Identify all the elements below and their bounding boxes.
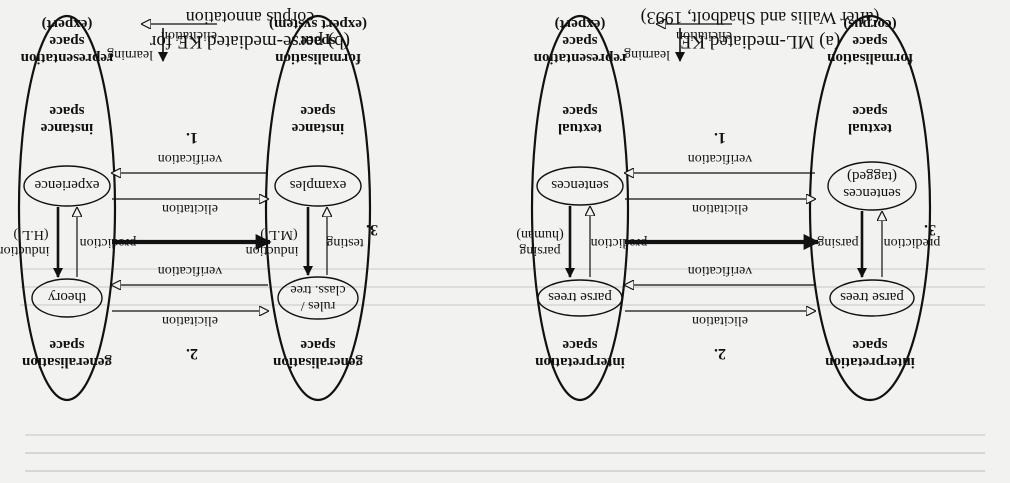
panel-b-right-sentences-line2: (tagged) — [847, 168, 897, 184]
panel-a-left-induction-line2: (H.L.) — [13, 227, 48, 242]
caption-b-block: (b) parse-mediated KE for corpus annotat… — [149, 8, 350, 52]
panel-a-left-bottom-space-line1: instance — [40, 120, 93, 136]
panel-a-rules-label-line2: class. tree — [290, 282, 345, 297]
panel-a-rules-label-line1: rules / — [301, 298, 336, 313]
panel-b-bottom-elicitation-label: elicitation — [692, 201, 748, 216]
panel-b-left-parse-trees-node — [537, 279, 623, 317]
panel-a-marker-2: 2. — [186, 345, 198, 362]
panel-b-right-top-space-line1: interpretation — [824, 354, 914, 370]
panel-a-left-footer-line3: (expert) — [42, 16, 93, 32]
panel-b-left-parsing-line1: parsing — [519, 243, 560, 258]
panel-a-left-prediction-label: prediction — [80, 235, 137, 250]
panel-a-left-top-space-line1: generalisation — [21, 354, 112, 370]
panel-a-left-induction-line1: induction — [0, 243, 49, 258]
panel-a: generalisation space theory experience i… — [0, 14, 378, 402]
panel-a-left-footer-line1: representation — [20, 50, 113, 66]
panel-a-right-induction-line2: (M.L.) — [260, 227, 298, 242]
caption-b-subtitle: corpus annotation — [186, 8, 314, 28]
panel-a-experience-node — [23, 165, 111, 207]
panel-a-bottom-verification-label: verification — [158, 151, 223, 166]
panel-b-right-sentences-line1: sentences — [843, 185, 901, 201]
legend-panel-b: learning elicitation — [624, 24, 732, 62]
panel-a-right-footer-line1: formalisation — [274, 50, 360, 66]
panel-a-left-ellipse — [17, 14, 117, 402]
panel-a-examples-node — [274, 165, 362, 207]
panel-b-right-prediction-label: prediction — [884, 235, 941, 250]
caption-a-title: (a) ML-mediated KE — [680, 31, 840, 52]
panel-b-right-top-space-line2: space — [852, 337, 887, 353]
legend-b-learning-label: learning — [624, 47, 670, 62]
panel-a-left-footer-line2: space — [49, 33, 84, 49]
panel-b-left-footer-line2: space — [562, 33, 597, 49]
panel-b-left-top-space-line2: space — [562, 337, 597, 353]
panel-b-left-sentences-label: sentences — [551, 177, 609, 193]
panel-a-left-top-space-line2: space — [49, 337, 84, 353]
panel-b-left-footer-line1: representation — [533, 50, 626, 66]
panel-b-left-sentences-node — [536, 166, 624, 206]
panel-a-marker-3: 3. — [366, 221, 378, 238]
panel-a-examples-label: examples — [290, 177, 347, 193]
panel-b-left-ellipse — [530, 14, 630, 402]
panel-b-right-bottom-space-line2: space — [852, 103, 887, 119]
panel-b-left-bottom-space-line2: space — [562, 103, 597, 119]
caption-b-title: (b) parse-mediated KE for — [149, 31, 350, 52]
panel-a-theory-label: theory — [47, 289, 86, 305]
panel-b-marker-1: 1. — [714, 129, 726, 146]
panel-a-left-bottom-space-line2: space — [49, 103, 84, 119]
panel-b-marker-2: 2. — [714, 345, 726, 362]
panel-b-left-prediction-label: prediction — [591, 235, 648, 250]
panel-a-right-testing-label: testing — [326, 235, 363, 250]
legend: learning elicitation — [107, 24, 217, 62]
panel-a-right-top-space-line2: space — [300, 337, 335, 353]
panel-b-marker-3: 3. — [924, 221, 936, 238]
panel-b-right-ellipse — [808, 14, 932, 402]
panel-b-right-bottom-space-line1: textual — [848, 120, 892, 136]
panel-b-right-parse-trees-node — [829, 279, 915, 317]
panel-b-right-footer-line1: formalisation — [826, 50, 912, 66]
legend-b-elicitation-label: elicitation — [676, 28, 732, 43]
caption-a-block: (a) ML-mediated KE (after Wallis and Sha… — [641, 7, 880, 52]
panel-b-left-parse-trees-label: parse trees — [548, 289, 612, 305]
panel-a-rules-node — [277, 276, 359, 320]
panel-a-right-bottom-space-line1: instance — [291, 120, 344, 136]
panel-a-right-footer-line3: (expert system) — [269, 16, 367, 32]
panel-b-bottom-verification-label: verification — [688, 151, 753, 166]
panel-a-right-top-space-line1: generalisation — [272, 354, 363, 370]
legend-learning-label: learning — [107, 47, 153, 62]
panel-b-top-elicitation-label: elicitation — [692, 313, 748, 328]
panel-b-left-parsing-line2: (human) — [516, 227, 564, 242]
panel-b-right-parsing-label: parsing — [817, 235, 858, 250]
panel-b-left-footer-line3: (expert) — [555, 16, 606, 32]
panel-a-right-footer-line2: space — [300, 33, 335, 49]
panel-a-top-verification-label: verification — [158, 263, 223, 278]
panel-b-right-parse-trees-label: parse trees — [840, 289, 904, 305]
panel-a-right-induction-line1: induction — [246, 243, 299, 258]
caption-a-credit: (after Wallis and Shadbolt, 1993) — [641, 7, 880, 28]
legend-elicitation-label: elicitation — [161, 28, 217, 43]
panel-a-bottom-elicitation-label: elicitation — [162, 201, 218, 216]
panel-a-top-elicitation-label: elicitation — [162, 313, 218, 328]
panel-b-top-verification-label: verification — [688, 263, 753, 278]
panel-a-right-bottom-space-line2: space — [300, 103, 335, 119]
panel-b-right-footer-line2: space — [852, 33, 887, 49]
panel-a-experience-label: experience — [34, 177, 99, 193]
panel-b: interpretation space parse trees sentenc… — [516, 14, 941, 402]
panel-b-right-sentences-node — [827, 161, 917, 211]
panel-b-right-footer-line3: (corpus) — [843, 16, 896, 32]
panel-b-left-bottom-space-line1: textual — [558, 120, 602, 136]
panel-a-marker-1: 1. — [186, 129, 198, 146]
bleed-through-lines — [20, 268, 985, 472]
panel-a-right-ellipse — [264, 14, 372, 402]
panel-a-theory-node — [31, 278, 103, 318]
panel-b-left-top-space-line1: interpretation — [534, 354, 624, 370]
